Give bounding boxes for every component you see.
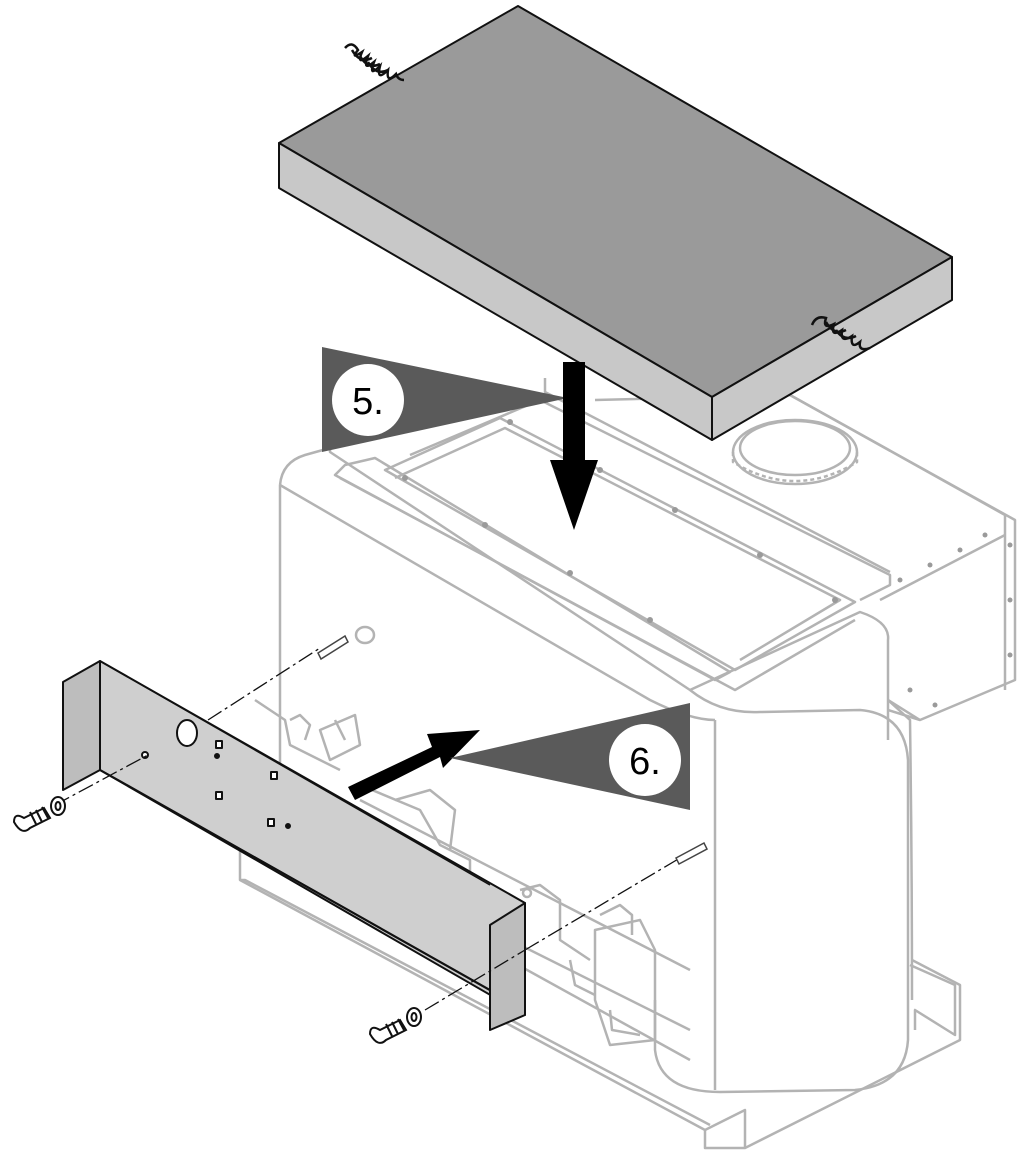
screw-icon [12, 806, 52, 832]
spring-icon [344, 43, 405, 82]
lock-washer-icon [406, 1007, 422, 1027]
lock-washer-icon [50, 796, 66, 816]
step-5-callout: 5. [322, 347, 568, 452]
spring-icon [810, 316, 871, 351]
ghost-rivets [402, 419, 1013, 708]
screw-icon [368, 1018, 408, 1044]
alignment-lines [54, 647, 686, 1011]
insulation-lid [278, 5, 953, 441]
stud-pins [317, 634, 708, 866]
step-6-label: 6. [629, 741, 661, 783]
step-5-label: 5. [352, 381, 384, 423]
step-6-callout: 6. [450, 703, 690, 810]
down-arrow-icon [550, 362, 598, 530]
front-panel [62, 660, 526, 1031]
insert-arrow-icon [348, 730, 480, 800]
